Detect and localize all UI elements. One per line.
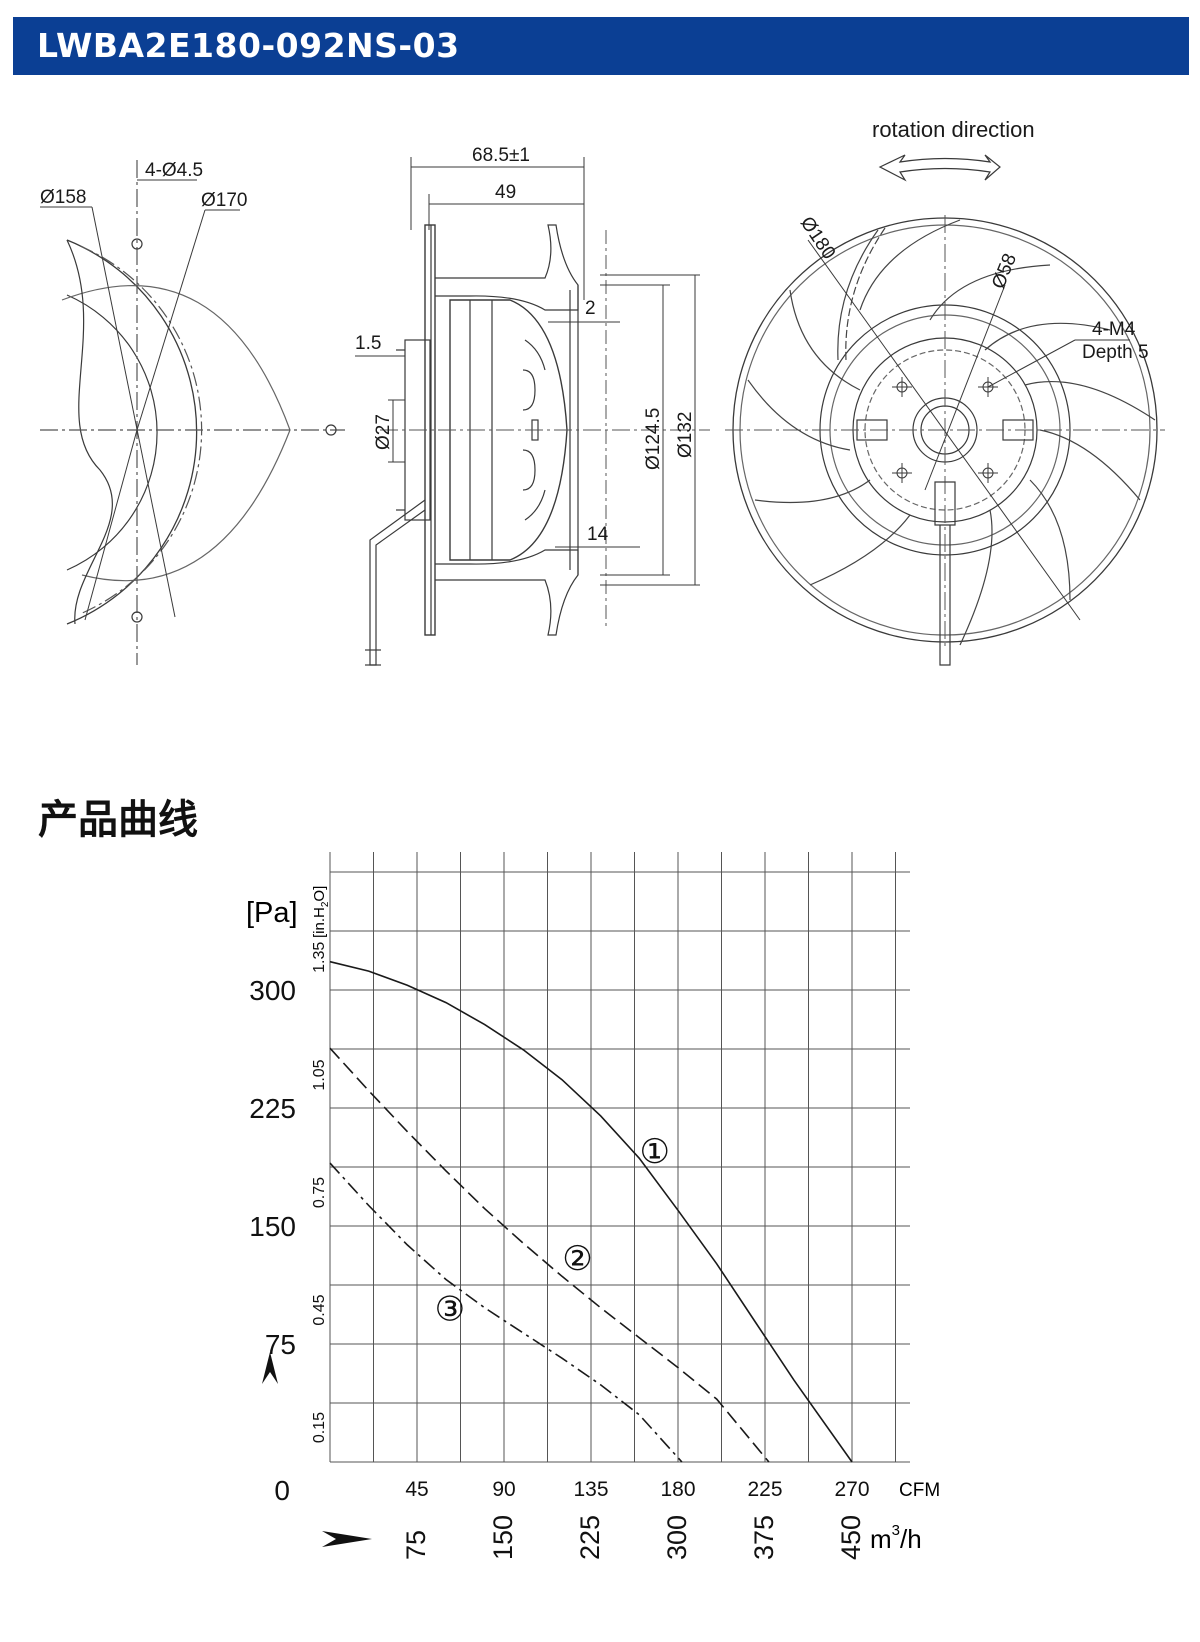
ring-inner-arc	[66, 294, 158, 571]
label-t15: 1.5	[355, 333, 381, 354]
mount-hole-top	[131, 238, 143, 250]
x-tick-cfm: 225	[747, 1478, 782, 1501]
curve-3	[329, 1162, 683, 1463]
m3h-base: m	[870, 1524, 892, 1554]
x-tick-m3h: 450	[836, 1515, 866, 1560]
mount-hole-bottom	[131, 611, 143, 623]
label-d58: Ø58	[988, 251, 1021, 292]
curve-2	[329, 1047, 770, 1463]
impeller-blades	[747, 219, 1156, 646]
label-w68: 68.5±1	[472, 145, 530, 166]
x-tick-m3h: 375	[749, 1515, 779, 1560]
dim-m4-leader	[987, 339, 1076, 388]
dim-180-line	[807, 239, 1081, 621]
y-tick-label: 300	[249, 975, 296, 1006]
label-m4: 4-M4	[1092, 319, 1136, 340]
x-unit-m3h: m3/h	[870, 1522, 922, 1554]
x-axis-arrow-icon	[322, 1531, 372, 1547]
x-tick-m3h: 300	[662, 1515, 692, 1560]
chart-labels: ① ② ③ 0 75 150 225 300 0.15 0.45 0.75 1.05 1.35 45 90 1…	[249, 942, 869, 1560]
y2-tick-label: 1.35	[311, 942, 328, 973]
m3h-sup: 3	[892, 1522, 900, 1539]
label-d1245: Ø124.5	[643, 408, 664, 470]
label-d132: Ø132	[675, 412, 696, 458]
curve-label-1: ①	[640, 1133, 670, 1171]
label-d158: Ø158	[40, 187, 86, 208]
y-tick-label: 225	[249, 1093, 296, 1124]
x-tick-cfm: 45	[405, 1478, 428, 1501]
chart-grid	[329, 852, 910, 1463]
y2-unit-base: [in.H	[311, 907, 328, 938]
x-tick-cfm: 270	[834, 1478, 869, 1501]
ring-outer-arc	[66, 239, 198, 625]
x-tick-m3h: 75	[401, 1530, 431, 1560]
model-title: LWBA2E180-092NS-03	[37, 26, 460, 65]
dim-line-170b	[84, 429, 138, 621]
front-cable	[934, 481, 956, 526]
y-axis-arrow-icon	[262, 1352, 278, 1384]
chart-axis-labels: [Pa] [in.H2O] CFM m3/h	[246, 886, 940, 1554]
ring-cut-edge	[66, 239, 113, 625]
y2-axis-label: [in.H2O]	[311, 886, 331, 938]
y2-tick-label: 1.05	[311, 1059, 328, 1090]
label-d14: 14	[587, 524, 609, 545]
label-depth: Depth 5	[1082, 342, 1149, 363]
y2-unit-sub: 2	[320, 901, 331, 907]
y2-unit-end: O]	[311, 886, 328, 902]
x-tick-m3h: 150	[488, 1515, 518, 1560]
label-d180: Ø180	[796, 213, 839, 263]
technical-drawing: Ø158 4-Ø4.5 Ø170 68.5±1 49 2 1.5 14 Ø27 …	[40, 117, 1165, 666]
x-tick-cfm: 135	[573, 1478, 608, 1501]
y2-tick-label: 0.45	[311, 1294, 328, 1325]
left-view	[40, 160, 345, 665]
side-view	[355, 157, 710, 666]
y-tick-label: 0	[274, 1475, 290, 1506]
label-d170: Ø170	[201, 190, 247, 211]
dim-line-158	[91, 206, 176, 618]
y2-tick-label: 0.15	[311, 1412, 328, 1443]
y-tick-label: 150	[249, 1211, 296, 1242]
curve-label-3: ③	[435, 1290, 465, 1328]
x-tick-cfm: 90	[492, 1478, 515, 1501]
y-axis-label: [Pa]	[246, 897, 298, 929]
model-header-bar: LWBA2E180-092NS-03	[13, 17, 1189, 75]
section-title: 产品曲线	[38, 797, 198, 843]
x-tick-cfm: 180	[660, 1478, 695, 1501]
label-holes: 4-Ø4.5	[145, 160, 203, 181]
chart-series	[329, 960, 853, 1463]
front-view	[725, 154, 1165, 666]
cable	[369, 499, 426, 666]
label-d2: 2	[585, 298, 596, 319]
m3h-end: /h	[900, 1524, 922, 1554]
x-unit-cfm: CFM	[899, 1480, 940, 1501]
y2-tick-label: 0.75	[311, 1177, 328, 1208]
rotation-arrow-icon	[878, 154, 1001, 182]
x-tick-m3h: 225	[575, 1515, 605, 1560]
dim-58-line	[924, 284, 1006, 491]
curve-1	[329, 960, 853, 1463]
ring-inner-circle	[61, 285, 291, 582]
impeller-shroud-bottom	[435, 549, 579, 636]
mount-hole-right	[325, 424, 337, 436]
curve-label-2: ②	[562, 1240, 592, 1278]
label-d27: Ø27	[373, 414, 394, 450]
impeller-shroud-top	[435, 224, 579, 311]
label-rotation: rotation direction	[872, 117, 1035, 142]
performance-chart: ① ② ③ 0 75 150 225 300 0.15 0.45 0.75 1.05 1.35 45 90 1…	[246, 852, 940, 1560]
dim-line-170	[136, 209, 206, 431]
label-w49: 49	[495, 182, 516, 203]
